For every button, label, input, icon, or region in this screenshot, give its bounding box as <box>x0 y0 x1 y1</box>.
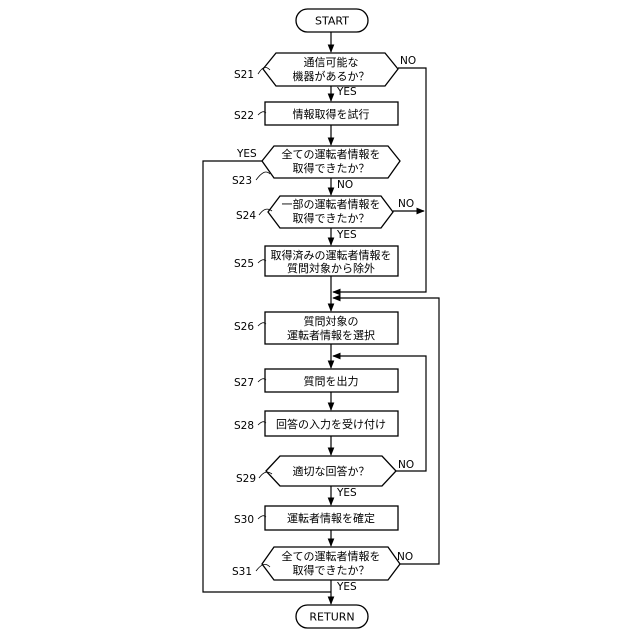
s31-text-line1: 全ての運転者情報を <box>282 549 381 563</box>
step-label-s26: S26 <box>234 321 254 333</box>
label-yes-s23: YES <box>236 148 257 160</box>
step-label-s28: S28 <box>234 420 254 432</box>
process-s30: 運転者情報を確定 <box>265 506 398 530</box>
s23-text-line2: 取得できたか？ <box>293 162 370 175</box>
label-no-s31: NO <box>397 551 413 563</box>
step-label-s23: S23 <box>232 175 252 187</box>
step-label-s25: S25 <box>234 258 254 270</box>
s29-text: 適切な回答か？ <box>293 464 370 478</box>
s24-text-line1: 一部の運転者情報を <box>282 197 381 211</box>
step-label-s22: S22 <box>234 110 254 122</box>
return-label: RETURN <box>309 611 354 624</box>
label-yes-s21: YES <box>336 86 357 98</box>
process-s27: 質問を出力 <box>265 369 398 392</box>
process-s25: 取得済みの運転者情報を 質問対象から除外 <box>265 246 398 276</box>
process-s26: 質問対象の 運転者情報を選択 <box>265 312 398 344</box>
step-label-s31: S31 <box>232 566 252 578</box>
start-label: START <box>315 15 349 28</box>
s21-text-line1: 通信可能な <box>304 55 359 69</box>
label-no-s24: NO <box>398 198 414 210</box>
label-yes-s24: YES <box>336 229 357 241</box>
s22-text: 情報取得を試行 <box>293 107 370 121</box>
s26-text-line2: 運転者情報を選択 <box>287 328 375 342</box>
step-label-s24: S24 <box>236 210 256 222</box>
s31-text-line2: 取得できたか？ <box>293 564 370 577</box>
step-label-s29: S29 <box>236 473 256 485</box>
s28-text: 回答の入力を受け付け <box>276 417 386 431</box>
leader-s23 <box>256 172 270 180</box>
process-s28: 回答の入力を受け付け <box>265 411 398 436</box>
label-yes-s29: YES <box>336 487 357 499</box>
step-label-s30: S30 <box>234 514 254 526</box>
s30-text: 運転者情報を確定 <box>287 511 375 525</box>
decision-s21: 通信可能な 機器があるか？ <box>263 53 398 86</box>
step-label-s27: S27 <box>234 377 254 389</box>
process-s22: 情報取得を試行 <box>265 102 398 125</box>
step-label-s21: S21 <box>234 69 254 81</box>
decision-s24: 一部の運転者情報を 取得できたか？ <box>268 196 393 228</box>
s24-text-line2: 取得できたか？ <box>293 212 370 225</box>
s25-text-line2: 質問対象から除外 <box>287 261 375 275</box>
s27-text: 質問を出力 <box>304 374 359 388</box>
s26-text-line1: 質問対象の <box>304 314 359 328</box>
s21-text-line2: 機器があるか？ <box>293 69 370 83</box>
start-terminal: START <box>296 9 368 32</box>
s25-text-line1: 取得済みの運転者情報を <box>271 248 392 262</box>
label-yes-s31: YES <box>336 581 357 593</box>
s23-text-line1: 全ての運転者情報を <box>282 147 381 161</box>
decision-s23: 全ての運転者情報を 取得できたか？ <box>262 146 400 178</box>
return-terminal: RETURN <box>296 605 368 628</box>
label-no-s21: NO <box>400 55 416 67</box>
label-no-s29: NO <box>398 459 414 471</box>
decision-s29: 適切な回答か？ <box>266 456 396 486</box>
decision-s31: 全ての運転者情報を 取得できたか？ <box>262 547 400 580</box>
label-no-s23: NO <box>337 179 353 191</box>
